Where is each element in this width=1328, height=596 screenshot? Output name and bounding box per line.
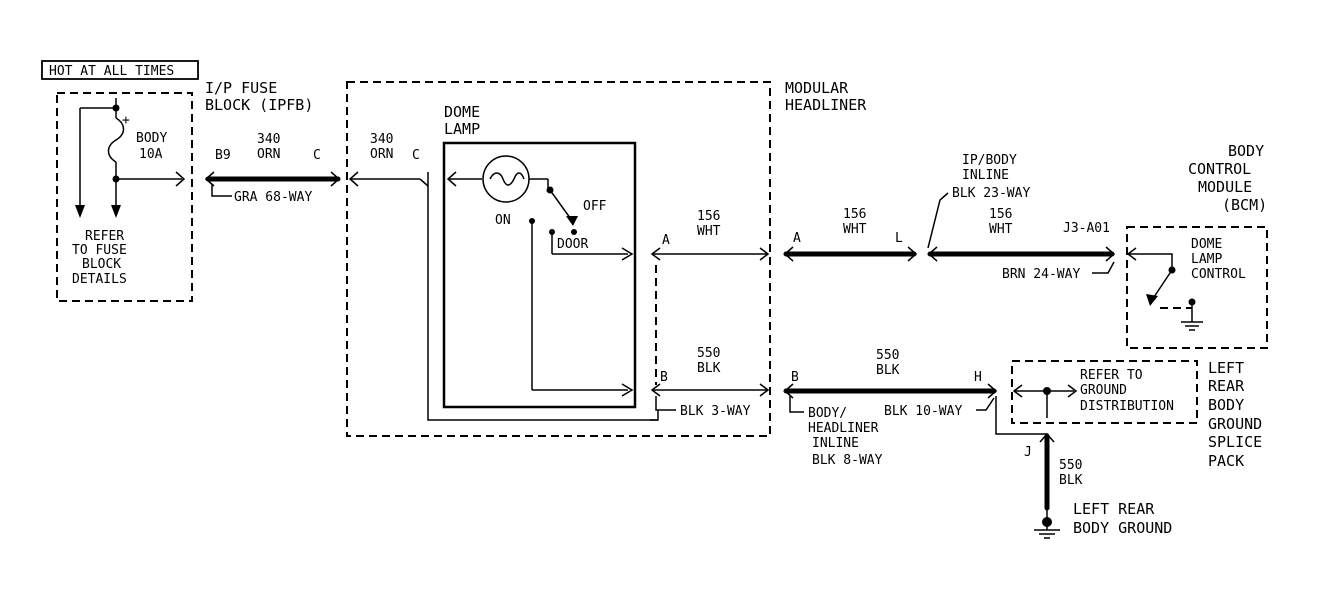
headliner-wire-b-color: BLK — [697, 361, 721, 376]
blk-3-way-label: BLK 3-WAY — [680, 404, 751, 419]
switch-on: ON — [495, 213, 511, 228]
splice-title-6: PACK — [1208, 452, 1244, 470]
ground-icon — [1034, 529, 1060, 539]
splice-title-1: LEFT — [1208, 359, 1244, 377]
splice-refer-1: REFER TO — [1080, 368, 1143, 383]
ip-body-inline-3: BLK 23-WAY — [952, 186, 1030, 201]
bhi-line-3: INLINE — [812, 436, 859, 451]
brn-24-way-label: BRN 24-WAY — [1002, 267, 1080, 282]
dome-lamp-title-2: LAMP — [444, 120, 480, 138]
arrow-down-icon — [111, 205, 121, 218]
bcm-ctrl-1: DOME — [1191, 237, 1222, 252]
fuse-refer-1: REFER — [85, 229, 124, 244]
bcm-switch-arrow-icon — [1146, 294, 1158, 306]
ground-title-2: BODY GROUND — [1073, 519, 1172, 537]
fuse-rating: 10A — [139, 147, 163, 162]
headliner-wire-b-num: 550 — [697, 346, 720, 361]
splice-pin-j: J — [1024, 445, 1032, 460]
bhi-pin-h: H — [974, 370, 982, 385]
splice-refer-2: GROUND — [1080, 383, 1127, 398]
fuse-pin-b9: B9 — [215, 148, 231, 163]
ip-body-inline-2: INLINE — [962, 168, 1009, 183]
fuse-plus: + — [122, 113, 130, 128]
fuse-wire-color: ORN — [257, 147, 280, 162]
bhi-pin-b: B — [791, 370, 799, 385]
fuse-block-title-1: I/P FUSE — [205, 79, 277, 97]
headliner-title-1: MODULAR — [785, 79, 849, 97]
switch-off: OFF — [583, 199, 607, 214]
bhi-wire-num: 550 — [876, 348, 899, 363]
ground-title-1: LEFT REAR — [1073, 500, 1155, 518]
splice-title-5: SPLICE — [1208, 433, 1262, 451]
bhi-line-2: HEADLINER — [808, 421, 879, 436]
headliner-wire-a-num: 156 — [697, 209, 720, 224]
bcm-ctrl-2: LAMP — [1191, 252, 1222, 267]
headliner-box — [346, 81, 771, 437]
bcm-switch-blade — [1151, 269, 1173, 301]
bcm-title-4: (BCM) — [1222, 196, 1267, 214]
blk-10-way-label: BLK 10-WAY — [884, 404, 962, 419]
inline-wire-1-num: 156 — [843, 207, 866, 222]
headliner-wire-num: 340 — [370, 132, 393, 147]
lamp-bulb-icon — [482, 155, 530, 203]
gra-68-way-label: GRA 68-WAY — [234, 190, 312, 205]
fuse-name: BODY — [136, 131, 167, 146]
fuse-block-title-2: BLOCK (IPFB) — [205, 96, 313, 114]
hot-label: HOT AT ALL TIMES — [49, 64, 174, 79]
bcm-title-3: MODULE — [1198, 178, 1252, 196]
dome-lamp-box — [442, 141, 637, 409]
inline-pin-a: A — [793, 231, 801, 246]
headliner-pin-a: A — [662, 233, 670, 248]
ip-body-inline-1: IP/BODY — [962, 153, 1017, 168]
inline-pin-l: L — [895, 231, 903, 246]
splice-title-2: REAR — [1208, 377, 1245, 395]
bcm-ground-icon — [1181, 321, 1203, 331]
bcm-title-1: BODY — [1228, 142, 1264, 160]
dome-lamp-title-1: DOME — [444, 103, 480, 121]
inline-wire-2-color: WHT — [989, 222, 1013, 237]
bhi-line-1: BODY/ — [808, 406, 847, 421]
arrow-down-icon — [75, 205, 85, 218]
bcm-title-2: CONTROL — [1188, 160, 1251, 178]
fuse-refer-4: DETAILS — [72, 272, 127, 287]
splice-refer-3: DISTRIBUTION — [1080, 399, 1174, 414]
headliner-wire-a-color: WHT — [697, 224, 721, 239]
ground-wire-num: 550 — [1059, 458, 1082, 473]
headliner-pin-b: B — [660, 370, 668, 385]
bhi-wire-color: BLK — [876, 363, 900, 378]
fuse-refer-3: BLOCK — [82, 257, 121, 272]
headliner-pin-c: C — [412, 148, 420, 163]
headliner-wire-color: ORN — [370, 147, 393, 162]
bcm-box — [1126, 226, 1268, 349]
bhi-line-4: BLK 8-WAY — [812, 453, 883, 468]
bcm-pin: J3-A01 — [1063, 221, 1110, 236]
fuse-refer-2: TO FUSE — [72, 243, 127, 258]
fuse-icon — [107, 117, 125, 163]
switch-door: DOOR — [557, 237, 588, 252]
splice-title-4: GROUND — [1208, 415, 1262, 433]
ground-wire-color: BLK — [1059, 473, 1083, 488]
inline-wire-2-num: 156 — [989, 207, 1012, 222]
headliner-title-2: HEADLINER — [785, 96, 867, 114]
hot-label-box — [41, 60, 199, 80]
splice-title-3: BODY — [1208, 396, 1244, 414]
fuse-pin-c: C — [313, 148, 321, 163]
fuse-block-box — [56, 92, 193, 302]
inline-wire-1-color: WHT — [843, 222, 867, 237]
fuse-wire-num: 340 — [257, 132, 280, 147]
splice-pack-box — [1011, 360, 1198, 424]
switch-arrow-icon — [566, 216, 578, 226]
bcm-ctrl-3: CONTROL — [1191, 267, 1246, 282]
